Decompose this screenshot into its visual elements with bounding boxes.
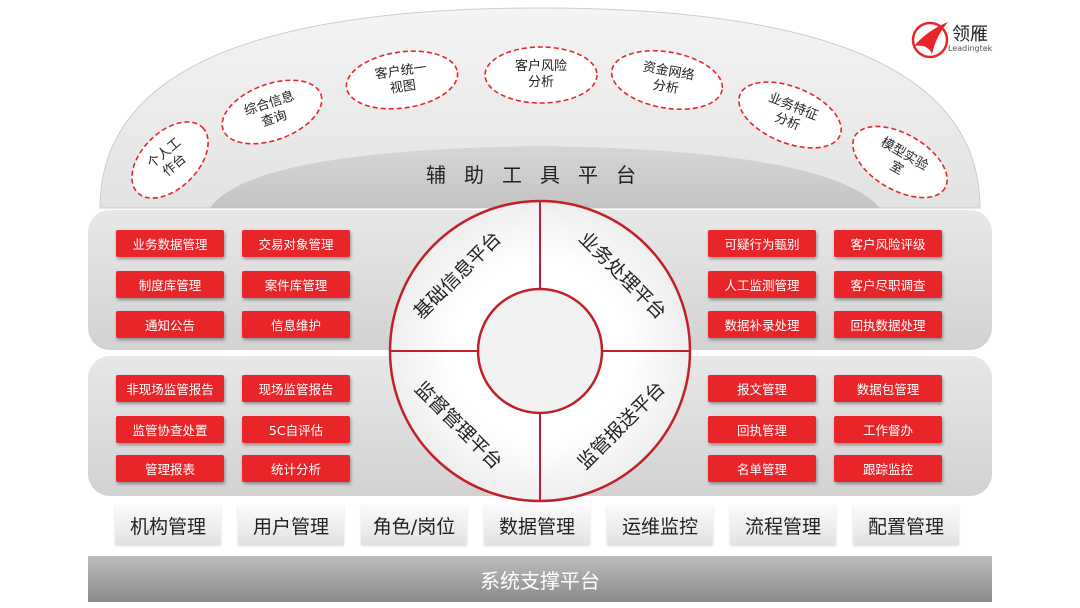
tool-label: 客户统一 视图 — [374, 60, 428, 97]
module-5c-assessment[interactable]: 5C自评估 — [242, 416, 350, 443]
bottom-data-mgmt[interactable]: 数据管理 — [484, 505, 590, 545]
bottom-role-post[interactable]: 角色/岗位 — [361, 505, 467, 545]
module-rule-library[interactable]: 制度库管理 — [116, 271, 224, 298]
module-business-data[interactable]: 业务数据管理 — [116, 230, 224, 257]
module-trade-object[interactable]: 交易对象管理 — [242, 230, 350, 257]
tool-label: 业务特征 分析 — [766, 90, 821, 134]
module-mgmt-report[interactable]: 管理报表 — [116, 455, 224, 482]
module-due-diligence[interactable]: 客户尽职调查 — [834, 271, 942, 298]
module-info-maintain[interactable]: 信息维护 — [242, 311, 350, 338]
tool-customer-risk[interactable]: 客户风险 分析 — [493, 49, 589, 101]
tool-ovals — [131, 46, 948, 199]
tool-label: 客户风险 分析 — [514, 59, 567, 90]
module-onsite-report[interactable]: 现场监管报告 — [242, 375, 350, 402]
tool-oval-3 — [345, 50, 459, 110]
bottom-flow-mgmt[interactable]: 流程管理 — [730, 505, 836, 545]
bottom-ops-monitor[interactable]: 运维监控 — [607, 505, 713, 545]
module-notice[interactable]: 通知公告 — [116, 311, 224, 338]
bottom-org-mgmt[interactable]: 机构管理 — [115, 505, 221, 545]
bottom-user-mgmt[interactable]: 用户管理 — [238, 505, 344, 545]
module-list-mgmt[interactable]: 名单管理 — [708, 455, 816, 482]
bottom-config-mgmt[interactable]: 配置管理 — [853, 505, 959, 545]
module-data-supplement[interactable]: 数据补录处理 — [708, 311, 816, 338]
module-receipt-mgmt[interactable]: 回执管理 — [708, 416, 816, 443]
module-message-mgmt[interactable]: 报文管理 — [708, 375, 816, 402]
module-assist-handling[interactable]: 监管协查处置 — [116, 416, 224, 443]
module-case-library[interactable]: 案件库管理 — [242, 271, 350, 298]
module-work-supervise[interactable]: 工作督办 — [834, 416, 942, 443]
logo-name: 领雁 — [952, 24, 988, 45]
tool-oval-4 — [484, 46, 598, 104]
tool-oval-1 — [131, 121, 209, 199]
tool-oval-7 — [852, 125, 948, 199]
leadingtek-logo — [911, 21, 949, 59]
module-suspicious-screening[interactable]: 可疑行为甄别 — [708, 230, 816, 257]
tool-label: 综合信息 查询 — [242, 88, 297, 131]
ring-inner — [476, 287, 604, 415]
module-tracking-monitor[interactable]: 跟踪监控 — [834, 455, 942, 482]
tool-oval-2 — [221, 79, 323, 145]
module-offsite-report[interactable]: 非现场监管报告 — [116, 375, 224, 402]
module-package-mgmt[interactable]: 数据包管理 — [834, 375, 942, 402]
module-receipt-data[interactable]: 回执数据处理 — [834, 311, 942, 338]
tool-label: 个人工 作台 — [144, 135, 190, 180]
module-statistics[interactable]: 统计分析 — [242, 455, 350, 482]
tool-oval-5 — [610, 49, 724, 111]
module-risk-rating[interactable]: 客户风险评级 — [834, 230, 942, 257]
logo-sub: Leadingtek — [948, 44, 993, 53]
system-support-platform: 系统支撑平台 — [88, 556, 992, 602]
tool-platform-title: 辅助工具平台 — [426, 162, 654, 187]
center-ring: 基础信息平台 业务处理平台 监督管理平台 监管报送平台 — [388, 199, 692, 503]
tool-label: 资金网络 分析 — [641, 59, 696, 98]
tool-oval-6 — [738, 81, 842, 149]
module-manual-monitor[interactable]: 人工监测管理 — [708, 271, 816, 298]
